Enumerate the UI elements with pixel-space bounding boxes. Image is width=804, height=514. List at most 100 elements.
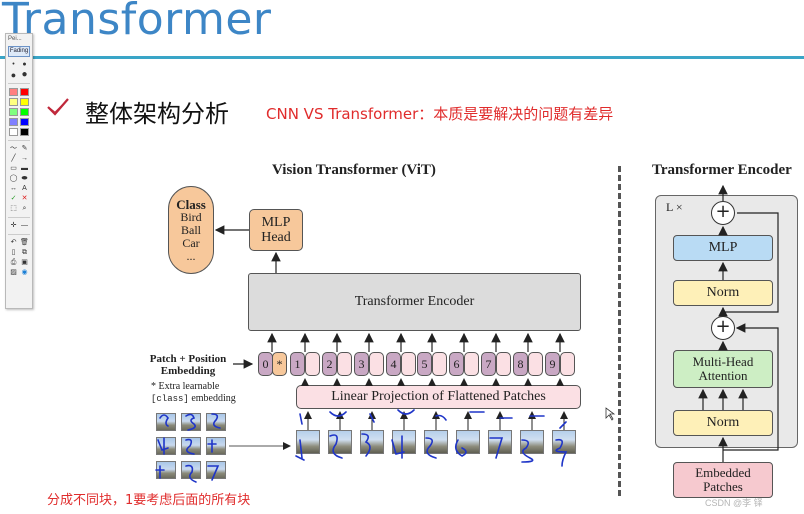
class-item: Car — [182, 235, 200, 250]
token-1: 1 — [290, 352, 305, 376]
globe-icon[interactable]: ◉ — [21, 269, 28, 276]
color-swatch[interactable] — [20, 118, 29, 126]
select-icon[interactable]: ⬚ — [10, 205, 17, 212]
pen-large-icon[interactable]: ● — [10, 70, 17, 80]
residual-add-icon: + — [711, 316, 735, 340]
token-9: 9 — [545, 352, 560, 376]
vit-title: Vision Transformer (ViT) — [272, 162, 436, 178]
trash-icon[interactable]: 🗑 — [20, 239, 29, 246]
repeat-label: L × — [666, 200, 683, 214]
image-icon[interactable]: ▨ — [10, 269, 17, 276]
bottom-annotation: 分成不同块，1要考虑后面的所有块 — [47, 493, 251, 508]
print-icon[interactable]: ⎙ — [10, 259, 17, 266]
color-swatches — [6, 86, 32, 138]
mlp-block: MLP — [673, 235, 773, 261]
token-5: 5 — [417, 352, 432, 376]
token-3: 3 — [354, 352, 369, 376]
toolbar-separator — [8, 217, 30, 218]
token-embedding — [560, 352, 575, 376]
token-embedding — [305, 352, 320, 376]
ellipse-icon[interactable]: ◯ — [9, 175, 18, 182]
token-embedding — [337, 352, 352, 376]
filled-rectangle-icon[interactable]: ▬ — [21, 165, 28, 172]
dashed-divider — [618, 166, 621, 496]
class-embedding-text: embedding — [188, 393, 236, 404]
save-icon[interactable]: ▣ — [21, 259, 28, 266]
highlighter-icon[interactable]: ✎ — [21, 145, 28, 152]
class-item: Bird — [180, 209, 202, 224]
residual-add-icon: + — [711, 201, 735, 225]
token-embedding — [432, 352, 447, 376]
cross-mark-icon[interactable]: ✕ — [21, 195, 28, 202]
check-mark-icon — [47, 98, 69, 116]
color-swatch[interactable] — [9, 118, 18, 126]
token-embedding — [528, 352, 543, 376]
arrow-line-icon[interactable]: → — [21, 155, 28, 162]
color-swatch[interactable] — [9, 128, 18, 136]
image-patch — [206, 413, 226, 431]
patch-position-embedding-label: Patch + Position Embedding — [149, 353, 227, 377]
image-patch — [156, 437, 176, 455]
toolbar-separator — [8, 140, 30, 141]
token-7: 7 — [481, 352, 496, 376]
class-token-code: [class] — [151, 394, 189, 404]
embedded-patches-block: Embedded Patches — [673, 462, 773, 498]
color-swatch[interactable] — [9, 108, 18, 116]
check-mark-icon[interactable]: ✓ — [10, 195, 17, 202]
flattened-patch — [328, 430, 352, 454]
section-heading: 整体架构分析 — [85, 100, 229, 128]
pen-medium-icon[interactable]: ● — [22, 61, 27, 68]
copy-icon[interactable]: ⧉ — [22, 249, 27, 256]
undo-icon[interactable]: ↶ — [10, 239, 17, 246]
freehand-icon[interactable]: 〜 — [10, 145, 17, 152]
token-2: 2 — [322, 352, 337, 376]
token-embedding — [464, 352, 479, 376]
transformer-encoder-box: Transformer Encoder — [248, 273, 581, 331]
flattened-patch — [520, 430, 544, 454]
encoder-detail-title: Transformer Encoder — [652, 162, 792, 178]
pen-small-icon[interactable]: • — [12, 61, 15, 68]
class-output-box: Class Bird Ball Car ... — [168, 186, 214, 274]
text-icon[interactable]: A — [22, 185, 27, 192]
fading-button[interactable]: Fading — [8, 46, 30, 57]
rectangle-icon[interactable]: ▭ — [10, 165, 17, 172]
toolbar-title: Pei... — [8, 36, 22, 42]
token-embedding — [496, 352, 511, 376]
class-item: ... — [186, 248, 196, 263]
class-box-title: Class — [176, 196, 206, 212]
token-8: 8 — [513, 352, 528, 376]
class-embedding-label: [class] embedding — [151, 393, 236, 404]
minimize-icon[interactable]: — — [21, 222, 28, 229]
new-page-icon[interactable]: ▯ — [11, 249, 16, 256]
token-embedding — [401, 352, 416, 376]
image-patch — [206, 437, 226, 455]
pen-toolbar: Pei... Fading • ● ● ● 〜 ✎ ╱ → ▭ ▬ ◯ ⬬ ↔ … — [5, 33, 33, 309]
color-swatch[interactable] — [20, 98, 29, 106]
toolbar-separator — [8, 83, 30, 84]
token-6: 6 — [449, 352, 464, 376]
token-embedding — [369, 352, 384, 376]
color-swatch[interactable] — [20, 108, 29, 116]
title-divider — [0, 56, 804, 59]
move-icon[interactable]: ✛ — [10, 222, 17, 229]
comparison-note: CNN VS Transformer：本质是要解决的问题有差异 — [266, 105, 614, 123]
line-icon[interactable]: ╱ — [11, 155, 16, 162]
color-swatch[interactable] — [20, 128, 29, 136]
token-class-star: * — [272, 352, 287, 376]
watermark: CSDN @李 铎 — [705, 498, 763, 508]
zoom-icon[interactable]: ⌕ — [22, 205, 27, 212]
double-arrow-icon[interactable]: ↔ — [10, 185, 17, 192]
flattened-patch — [392, 430, 416, 454]
color-swatch[interactable] — [20, 88, 29, 96]
norm-block: Norm — [673, 280, 773, 306]
pen-xlarge-icon[interactable]: ● — [21, 69, 28, 80]
color-swatch[interactable] — [9, 98, 18, 106]
filled-ellipse-icon[interactable]: ⬬ — [21, 175, 28, 182]
multi-head-attention-block: Multi-Head Attention — [673, 350, 773, 388]
class-item: Ball — [181, 222, 201, 237]
color-swatch[interactable] — [9, 88, 18, 96]
norm-block: Norm — [673, 410, 773, 436]
mlp-head-box: MLP Head — [249, 209, 303, 251]
token-4: 4 — [386, 352, 401, 376]
